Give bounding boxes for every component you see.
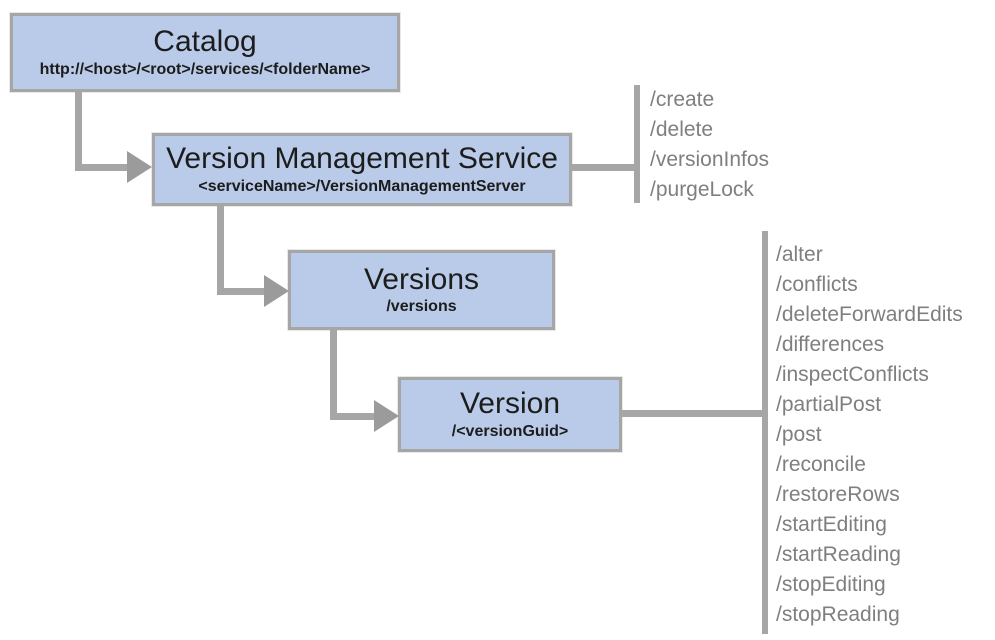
node-vms-url: <serviceName>/VersionManagementServer bbox=[198, 177, 526, 195]
connector-versions-to-version-horizontal bbox=[330, 413, 377, 420]
operation-label: /alter bbox=[776, 243, 823, 266]
node-versions-title: Versions bbox=[363, 262, 480, 296]
operation-label: /stopEditing bbox=[776, 573, 886, 596]
bracket-vms-operations-stub bbox=[570, 164, 638, 171]
connector-catalog-to-vms-vertical bbox=[75, 90, 82, 171]
connector-vms-to-versions-horizontal bbox=[217, 288, 267, 295]
connector-catalog-to-vms-horizontal bbox=[75, 164, 130, 171]
arrowhead-catalog-to-vms-icon bbox=[127, 151, 152, 183]
connector-vms-to-versions-vertical bbox=[217, 204, 224, 295]
operation-label: /restoreRows bbox=[776, 483, 900, 506]
operation-label: /reconcile bbox=[776, 453, 866, 476]
operation-label: /partialPost bbox=[776, 393, 882, 416]
operation-label: /post bbox=[776, 423, 822, 446]
vms-operations-list: /create/delete/versionInfos/purgeLock bbox=[650, 85, 769, 205]
operation-label: /startReading bbox=[776, 543, 901, 566]
node-version-management-service: Version Management Service <serviceName>… bbox=[152, 133, 572, 206]
operation-label: /inspectConflicts bbox=[776, 363, 929, 386]
operation-label: /purgeLock bbox=[650, 178, 754, 201]
operation-label: /conflicts bbox=[776, 273, 858, 296]
bracket-vms-operations-line bbox=[634, 85, 640, 203]
node-versions-url: /versions bbox=[386, 298, 457, 316]
operation-label: /create bbox=[650, 88, 715, 111]
node-versions: Versions /versions bbox=[288, 250, 555, 330]
arrowhead-vms-to-versions-icon bbox=[264, 275, 289, 307]
node-version-title: Version bbox=[459, 387, 561, 421]
connector-versions-to-version-vertical bbox=[330, 328, 337, 420]
operation-label: /differences bbox=[776, 333, 885, 356]
operation-label: /versionInfos bbox=[650, 148, 770, 171]
node-version: Version /<versionGuid> bbox=[398, 377, 622, 452]
arrowhead-versions-to-version-icon bbox=[374, 400, 399, 432]
operation-label: /startEditing bbox=[776, 513, 887, 536]
version-operations-list: /alter/conflicts/deleteForwardEdits/diff… bbox=[776, 240, 963, 630]
node-vms-title: Version Management Service bbox=[166, 142, 558, 176]
node-version-url: /<versionGuid> bbox=[451, 422, 569, 440]
bracket-version-operations-stub bbox=[620, 410, 766, 417]
node-catalog: Catalog http://<host>/<root>/services/<f… bbox=[10, 13, 400, 92]
operation-label: /stopReading bbox=[776, 603, 900, 626]
node-catalog-title: Catalog bbox=[153, 25, 257, 59]
operation-label: /delete bbox=[650, 118, 714, 141]
node-catalog-url: http://<host>/<root>/services/<folderNam… bbox=[39, 60, 371, 78]
operation-label: /deleteForwardEdits bbox=[776, 303, 963, 326]
bracket-version-operations-line bbox=[762, 231, 768, 634]
